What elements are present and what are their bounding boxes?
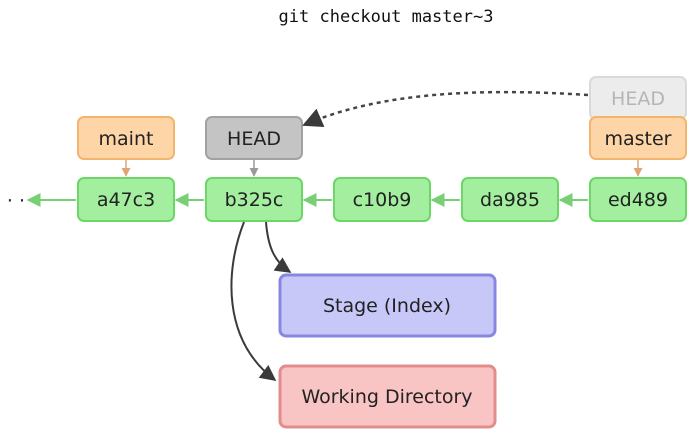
commit-c10b9: c10b9 bbox=[333, 177, 431, 222]
commit-b325c: b325c bbox=[205, 177, 303, 222]
head-ref-previous: HEAD bbox=[589, 76, 687, 120]
commit-label: c10b9 bbox=[353, 189, 412, 211]
stage-label: Stage (Index) bbox=[323, 295, 451, 317]
commit-label: b325c bbox=[225, 189, 284, 211]
checkout-arrow-to-working-directory bbox=[230, 221, 277, 381]
command-title: git checkout master~3 bbox=[279, 7, 494, 27]
working-directory-box: Working Directory bbox=[278, 364, 497, 429]
commit-da985: da985 bbox=[461, 177, 559, 222]
stage-index-box: Stage (Index) bbox=[278, 273, 497, 338]
commit-label: da985 bbox=[480, 189, 540, 211]
commit-label: a47c3 bbox=[97, 189, 155, 211]
checkout-arrow-to-stage bbox=[265, 221, 292, 273]
head-ref: HEAD bbox=[205, 116, 303, 160]
head-label: HEAD bbox=[227, 128, 281, 150]
branch-master: master bbox=[589, 116, 687, 160]
head-previous-label: HEAD bbox=[611, 88, 665, 110]
commit-a47c3: a47c3 bbox=[77, 177, 175, 222]
commit-ed489: ed489 bbox=[589, 177, 687, 222]
commit-label: ed489 bbox=[608, 189, 668, 211]
branch-label: master bbox=[604, 128, 671, 150]
head-move-arrow bbox=[302, 90, 589, 128]
branch-maint: maint bbox=[77, 116, 175, 160]
branch-label: maint bbox=[99, 128, 154, 150]
working-directory-label: Working Directory bbox=[301, 386, 472, 408]
